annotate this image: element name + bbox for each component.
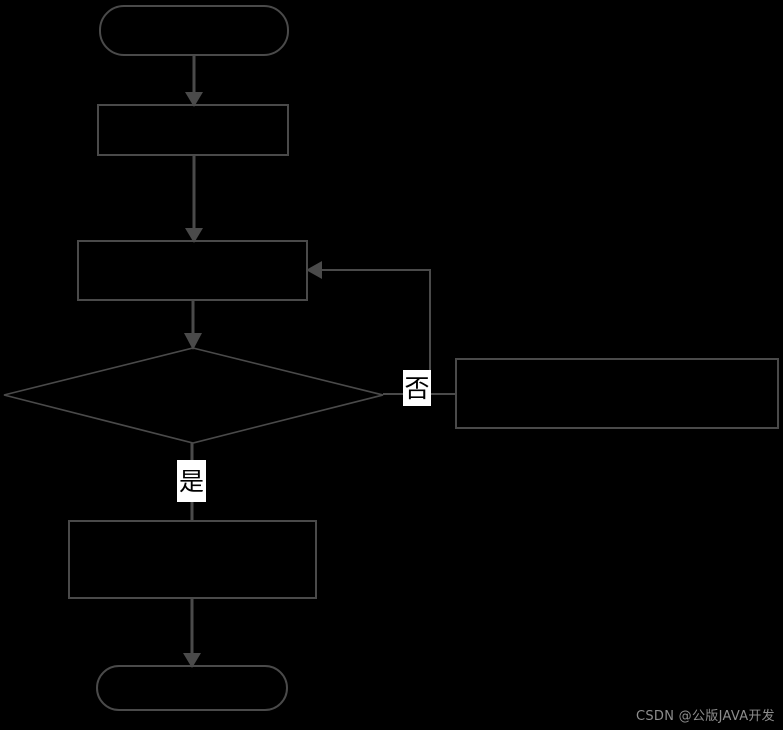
edge-process-2-to-decision-arrowhead xyxy=(184,333,202,350)
node-process-1[interactable] xyxy=(97,104,289,156)
node-end[interactable] xyxy=(96,665,288,711)
watermark: CSDN @公版JAVA开发 xyxy=(635,709,775,724)
node-decision[interactable] xyxy=(3,347,384,444)
edge-process-1-to-process-2-arrowhead xyxy=(185,228,203,243)
node-start[interactable] xyxy=(99,5,289,56)
edge-process-side-loopback xyxy=(318,269,431,394)
node-process-3[interactable] xyxy=(68,520,317,599)
node-process-side[interactable] xyxy=(455,358,779,429)
edge-start-to-process-1-arrowhead xyxy=(185,92,203,107)
branch-label-no: 否 xyxy=(403,370,431,406)
node-process-2[interactable] xyxy=(77,240,308,301)
branch-label-yes: 是 xyxy=(177,460,206,502)
edge-process-3-to-end-arrowhead xyxy=(183,653,201,668)
edge-process-side-loopback-arrowhead xyxy=(306,261,322,279)
